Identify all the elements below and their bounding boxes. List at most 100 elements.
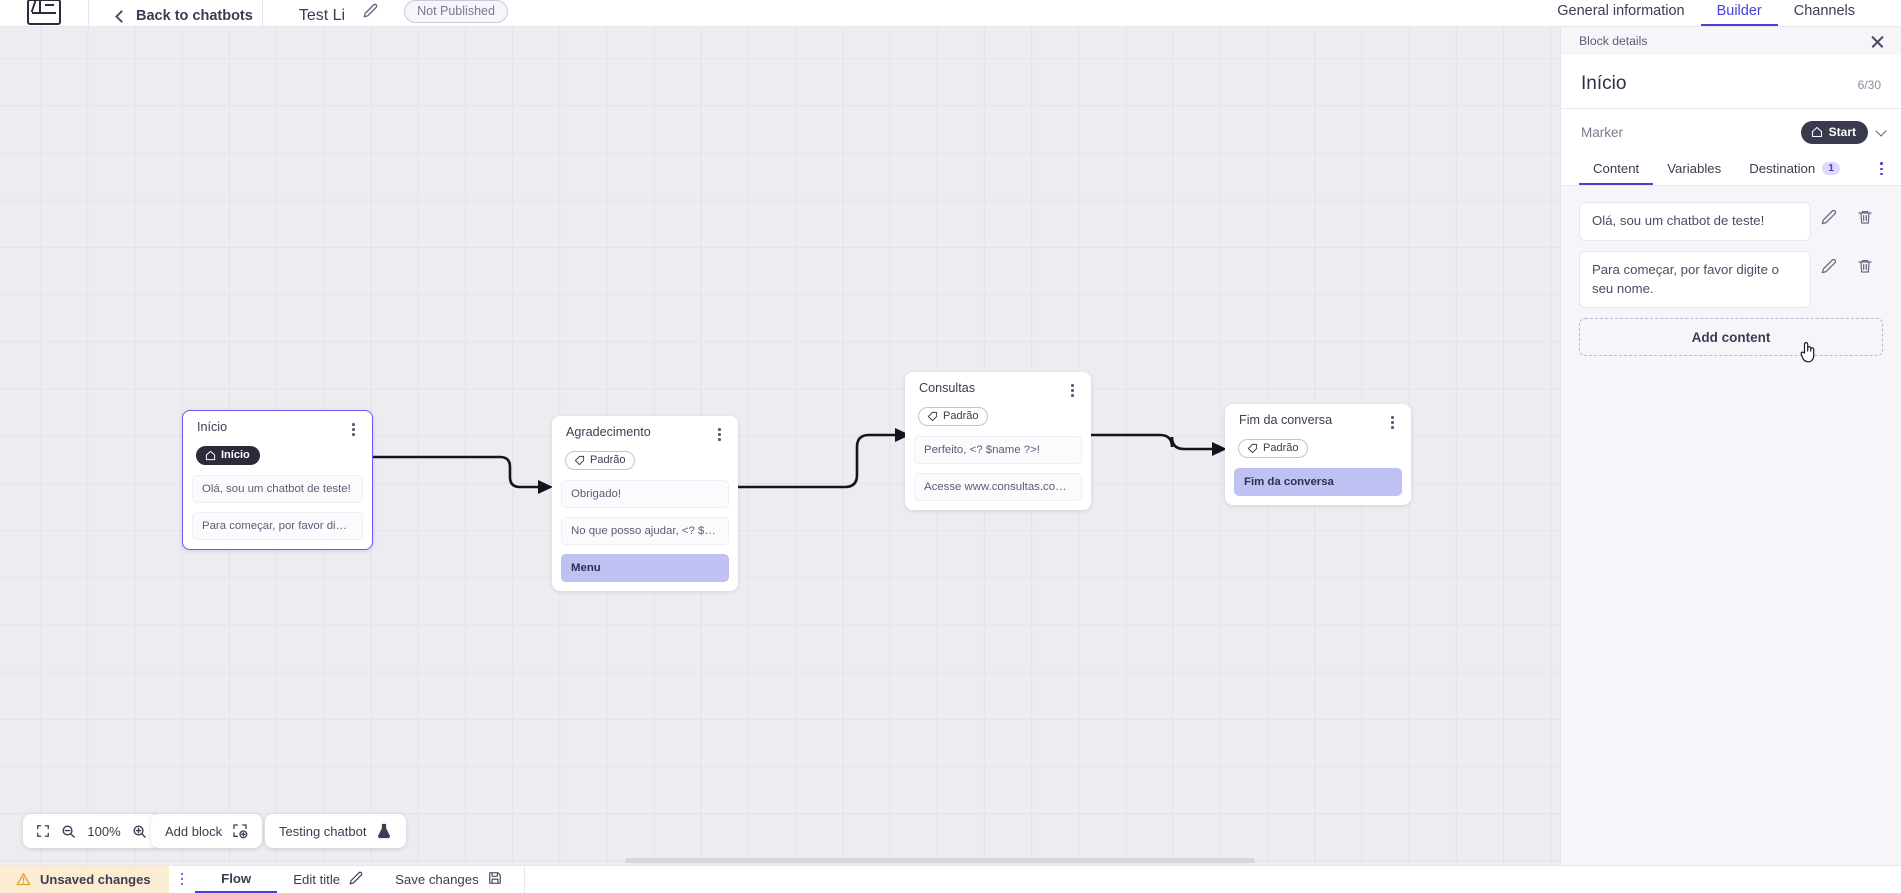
tag-icon [927,411,938,422]
tab-channels[interactable]: Channels [1778,4,1871,27]
node-message[interactable]: Acesse www.consultas.com par... [914,473,1082,501]
add-block-button[interactable]: Add block [151,814,262,848]
node-tag-row: Padrão [561,443,729,471]
node-tag-label: Padrão [1263,442,1298,454]
node-title: Fim da conversa [1239,414,1332,428]
panel-body: Início 6/30 Marker Start Content Variabl… [1561,55,1901,865]
node-menu-kebab-icon[interactable] [714,426,725,443]
edit-title-button[interactable]: Edit title [277,866,379,893]
divider [88,0,89,27]
save-changes-label: Save changes [395,872,479,887]
tag-icon [574,455,585,466]
flow-node-inicio[interactable]: Início Início Olá, sou um chatbot de tes… [182,410,373,550]
chevron-left-icon [115,10,128,23]
node-title: Consultas [919,382,975,396]
testing-chatbot-button[interactable]: Testing chatbot [265,814,406,848]
tab-destination-label: Destination [1749,162,1815,175]
node-menu-kebab-icon[interactable] [348,421,359,438]
node-menu-kebab-icon[interactable] [1387,414,1398,431]
chevron-down-icon[interactable] [1875,125,1886,136]
tab-destination[interactable]: Destination 1 [1735,156,1854,185]
save-changes-button[interactable]: Save changes [379,866,518,893]
close-icon[interactable] [1870,34,1885,49]
testing-chatbot-label: Testing chatbot [279,824,366,839]
node-message[interactable]: Obrigado! [561,480,729,508]
char-counter: 6/30 [1858,78,1881,92]
content-item-actions [1811,251,1883,274]
node-message-highlight[interactable]: Fim da conversa [1234,468,1402,496]
node-tag-label: Padrão [590,454,625,466]
node-tag-start[interactable]: Início [196,446,260,466]
marker-control[interactable]: Start [1801,121,1885,144]
horizontal-scrollbar[interactable] [625,858,1255,863]
zoom-out-icon[interactable] [61,824,76,839]
flow-node-consultas[interactable]: Consultas Padrão Perfeito, <? $name ?>! … [905,372,1091,510]
node-header: Fim da conversa [1234,414,1402,431]
edit-title-label: Edit title [293,872,340,887]
flow-canvas[interactable]: Início Início Olá, sou um chatbot de tes… [0,27,1560,865]
status-badge: Not Published [404,0,508,23]
unsaved-changes-label: Unsaved changes [40,872,151,887]
tab-variables[interactable]: Variables [1653,156,1735,185]
node-header: Consultas [914,382,1082,399]
zoom-level-label: 100% [87,824,121,839]
panel-header: Block details [1561,27,1901,55]
node-message-highlight[interactable]: Menu [561,554,729,582]
status-bar: Unsaved changes Flow Edit title Save cha… [0,865,1901,892]
tab-general-information[interactable]: General information [1541,4,1700,27]
content-text[interactable]: Olá, sou um chatbot de teste! [1579,202,1811,241]
zoom-controls: 100% [23,814,160,848]
zoom-in-icon[interactable] [132,824,147,839]
block-details-panel: Block details Início 6/30 Marker Start C… [1560,27,1901,865]
back-to-chatbots-link[interactable]: Back to chatbots [117,8,253,24]
panel-more-options-kebab-icon[interactable] [1876,160,1893,177]
tab-content-label: Content [1593,162,1639,175]
flow-node-agradecimento[interactable]: Agradecimento Padrão Obrigado! No que po… [552,416,738,591]
node-title: Agradecimento [566,426,651,440]
delete-content-trash-icon[interactable] [1847,209,1883,225]
node-tag-default[interactable]: Padrão [918,407,988,427]
node-menu-kebab-icon[interactable] [1067,382,1078,399]
edit-content-pencil-icon[interactable] [1811,258,1847,274]
tab-builder[interactable]: Builder [1701,4,1778,27]
flow-node-fim-da-conversa[interactable]: Fim da conversa Padrão Fim da conversa [1225,404,1411,505]
delete-content-trash-icon[interactable] [1847,258,1883,274]
status-tab-flow[interactable]: Flow [195,866,277,893]
top-tabs: General information Builder Channels [1541,0,1901,26]
node-message[interactable]: No que posso ajudar, <? $name ... [561,517,729,545]
marker-label: Marker [1581,125,1623,140]
save-disk-icon [488,871,502,888]
content-text[interactable]: Para começar, por favor digite o seu nom… [1579,251,1811,308]
divider [262,0,263,27]
divider [524,866,525,893]
panel-title-row: Início 6/30 [1561,55,1901,109]
content-item: Olá, sou um chatbot de teste! [1579,202,1883,241]
add-content-button[interactable]: Add content [1579,318,1883,356]
node-tag-default[interactable]: Padrão [565,451,635,471]
node-tag-row: Padrão [914,399,1082,427]
tag-icon [1247,443,1258,454]
flask-icon [376,823,392,839]
marker-row: Marker Start [1561,109,1901,156]
content-item-actions [1811,202,1883,225]
app-logo-icon[interactable] [27,0,61,25]
node-message[interactable]: Olá, sou um chatbot de teste! [192,475,363,503]
edit-bot-title-pencil-icon[interactable] [363,3,378,23]
status-bar-kebab-icon[interactable] [169,873,196,886]
node-tag-label: Padrão [943,410,978,422]
fit-view-icon[interactable] [36,824,50,838]
marker-start-pill[interactable]: Start [1801,121,1868,144]
node-title: Início [197,421,227,435]
bot-title: Test Li [299,7,345,25]
panel-header-label: Block details [1579,34,1647,48]
tab-variables-label: Variables [1667,162,1721,175]
node-tag-default[interactable]: Padrão [1238,439,1308,459]
node-message[interactable]: Perfeito, <? $name ?>! [914,436,1082,464]
marker-value-label: Start [1829,125,1856,139]
edit-content-pencil-icon[interactable] [1811,209,1847,225]
home-icon [1811,126,1823,138]
node-message[interactable]: Para começar, por favor digite o ... [192,512,363,540]
edit-title-pencil-icon [349,871,363,888]
top-bar: Back to chatbots Test Li Not Published G… [0,0,1901,27]
tab-content[interactable]: Content [1579,156,1653,185]
